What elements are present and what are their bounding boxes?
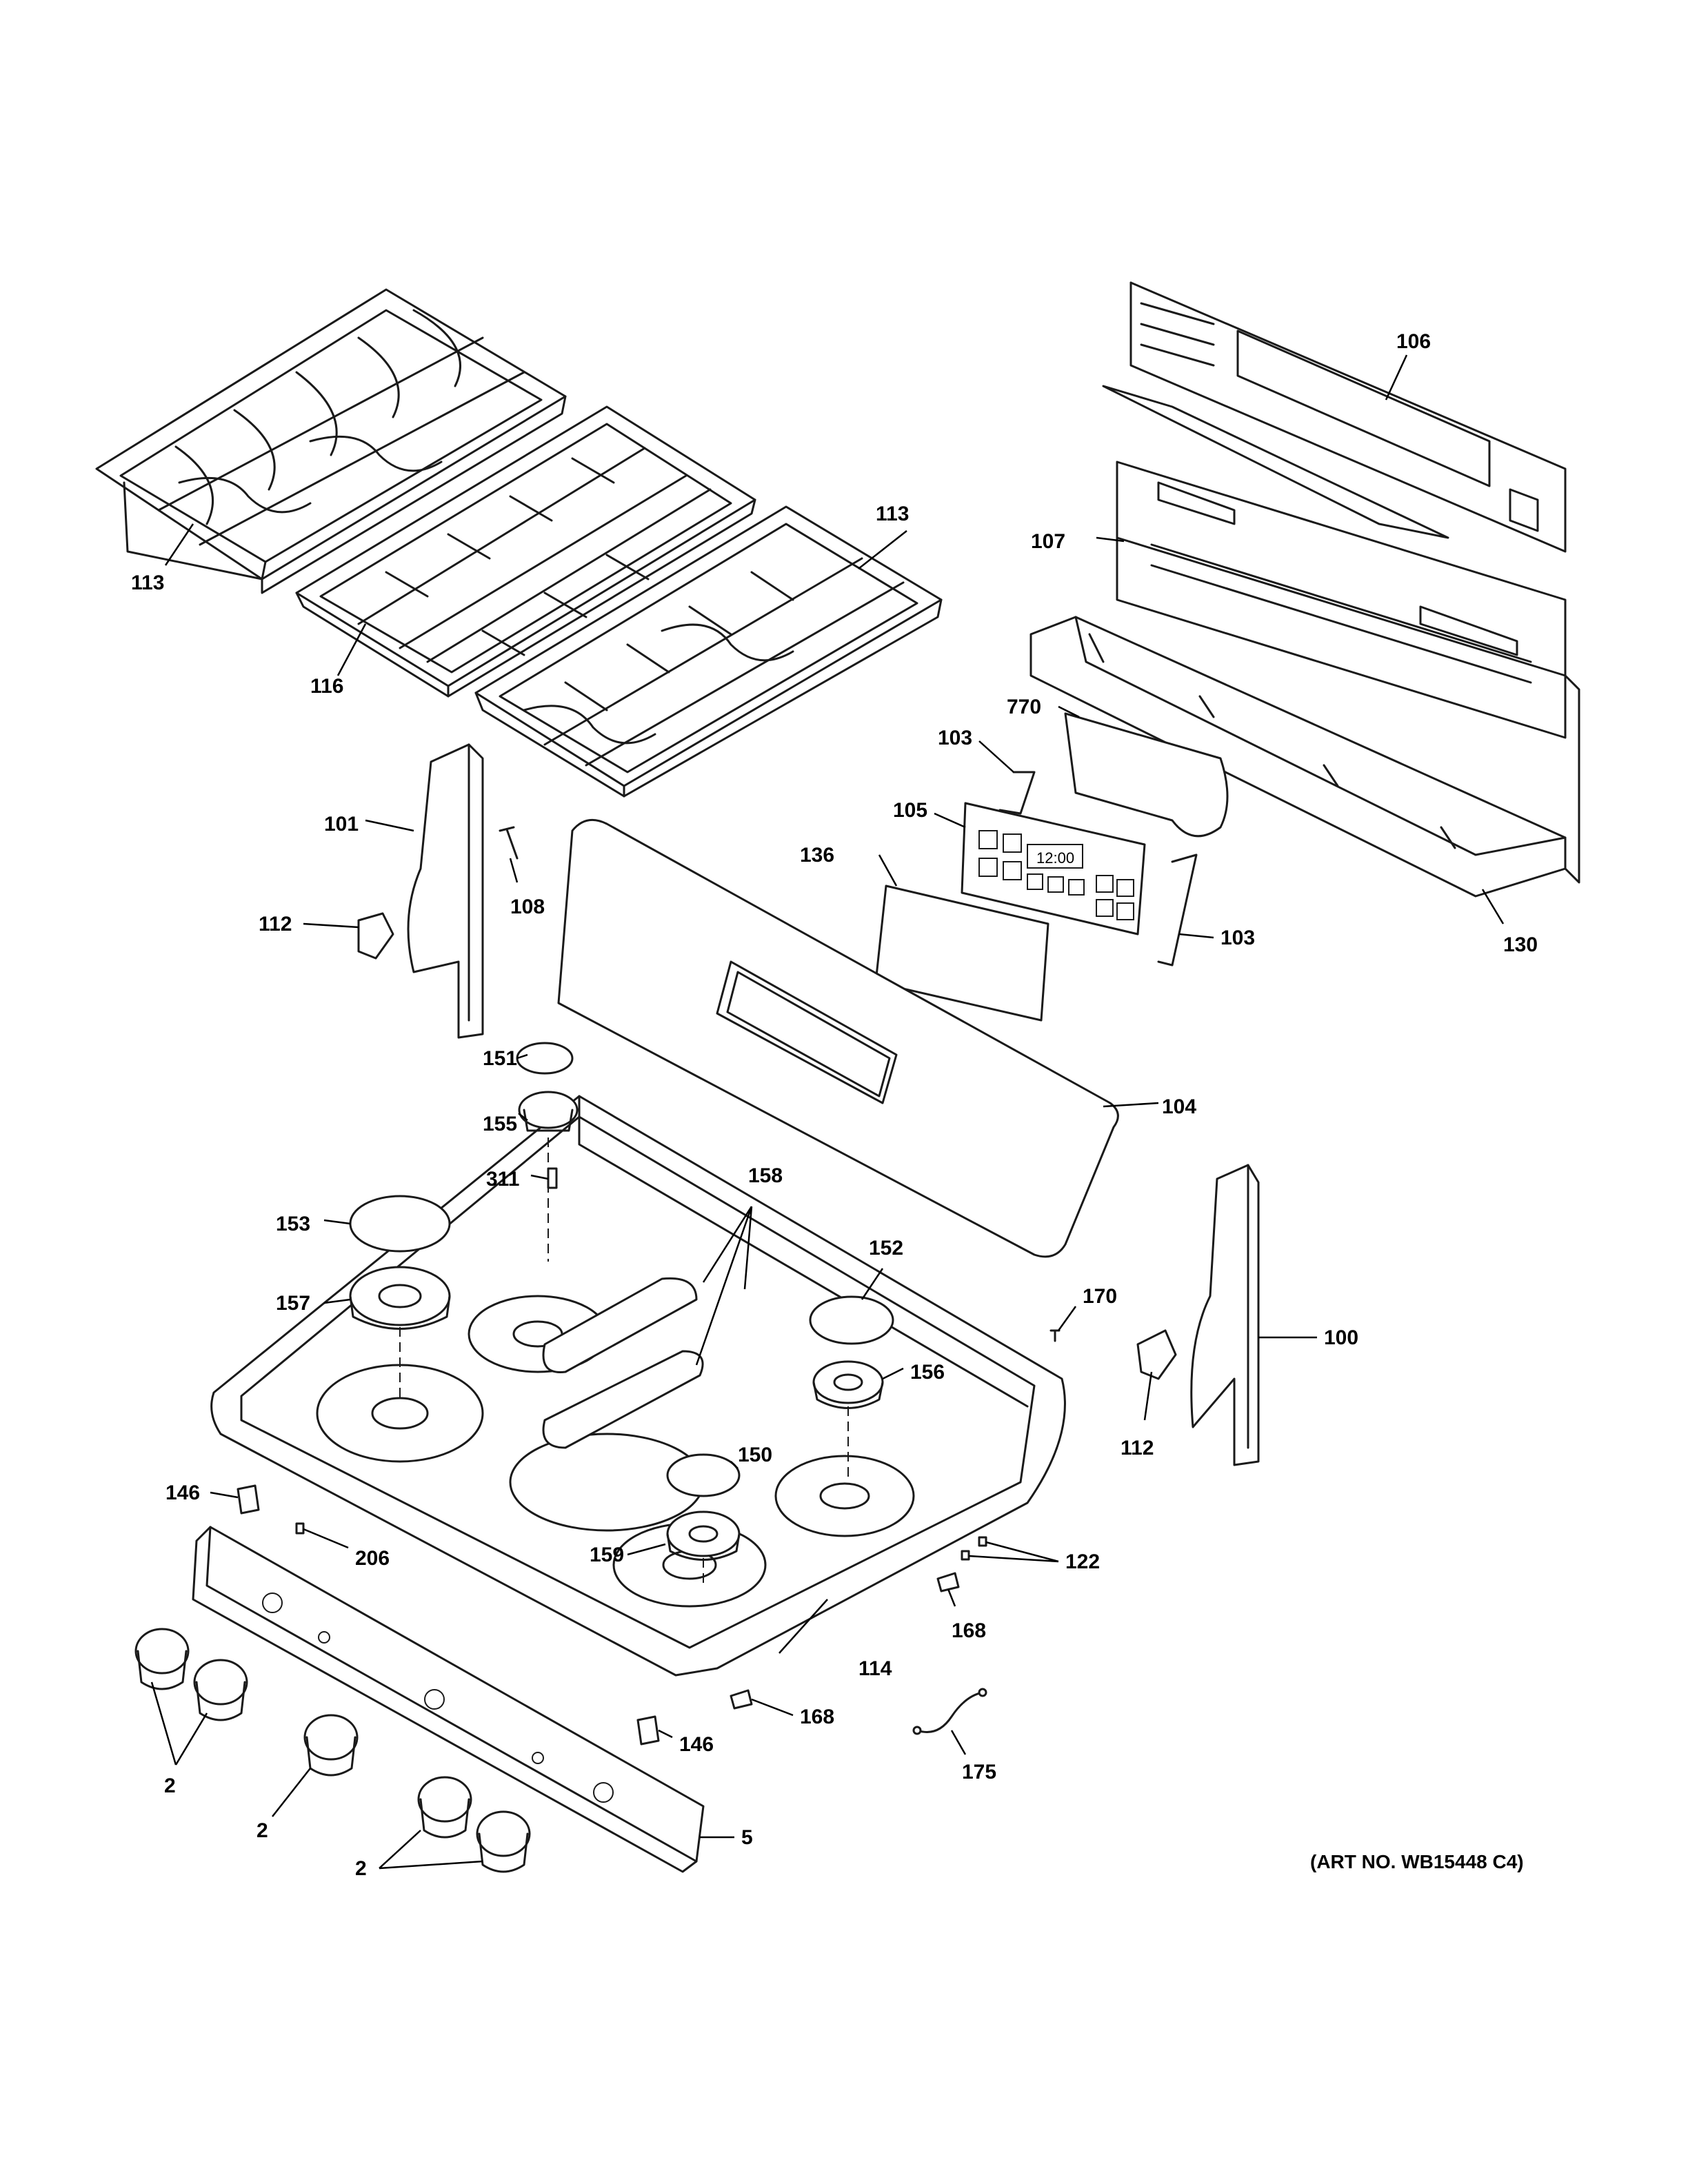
side-trim-100 [1190,1164,1260,1466]
callout-153: 153 [276,1213,310,1235]
callout-150: 150 [738,1444,772,1466]
callout-106: 106 [1396,330,1431,353]
bracket-103-upper [998,771,1036,815]
knob-2-d [417,1776,472,1839]
leader-lines [150,354,1505,1870]
screw-108 [499,826,519,860]
hinge-112-left [357,912,394,960]
callout-170: 170 [1083,1285,1117,1308]
callout-100: 100 [1324,1326,1358,1349]
control-board-105: 12:00 [961,802,1146,936]
igniter-311 [547,1167,558,1189]
grate-left [95,288,567,594]
callout-2-c: 2 [355,1857,367,1880]
bumper-146-right [636,1715,660,1746]
callout-103-upper: 103 [938,727,972,749]
clip-168-right [936,1572,960,1593]
callout-2-a: 2 [164,1775,176,1797]
callout-136: 136 [800,844,834,867]
back-panel-106 [1102,281,1567,553]
backsplash-104 [557,818,1119,1258]
screws-122 [961,1536,987,1561]
callout-107: 107 [1031,530,1065,553]
clock-display: 12:00 [1036,849,1074,867]
callout-175: 175 [962,1761,996,1783]
manifold-panel-5 [192,1526,705,1873]
callout-2-b: 2 [257,1819,268,1842]
wire-175 [912,1688,987,1735]
callout-103-lower: 103 [1220,927,1255,949]
trim-770 [1064,712,1229,838]
callout-116: 116 [310,675,343,698]
burner-head-157 [349,1266,451,1330]
burner-cap-152 [809,1295,894,1345]
callout-122: 122 [1065,1550,1100,1573]
burner-cap-151 [516,1042,574,1075]
burner-cap-150 [666,1453,741,1497]
overlay-136 [874,884,1049,1022]
callout-168-right: 168 [952,1619,986,1642]
callout-105: 105 [893,799,927,822]
clip-168-left [730,1689,753,1710]
callout-206: 206 [355,1547,390,1570]
callout-770: 770 [1007,696,1041,718]
callout-152: 152 [869,1237,903,1260]
callout-5: 5 [741,1826,753,1849]
callout-168-left: 168 [800,1706,834,1728]
callout-151: 151 [483,1047,517,1070]
callout-130: 130 [1503,933,1538,956]
callout-114: 114 [858,1657,892,1680]
art-number: (ART NO. WB15448 C4) [1310,1851,1524,1872]
grate-center [295,405,756,698]
callout-112-right: 112 [1121,1437,1154,1459]
bumper-146-left [237,1484,260,1515]
hinge-112-right [1136,1329,1177,1380]
callout-158: 158 [748,1164,783,1187]
bracket-103-lower [1157,853,1198,967]
callout-159: 159 [590,1544,624,1566]
burner-cap-153 [349,1195,451,1253]
callout-155: 155 [483,1113,517,1135]
side-trim-101 [407,743,484,1039]
burner-head-155 [518,1091,579,1132]
rear-manifold-130 [1029,616,1580,898]
callout-146-right: 146 [679,1733,714,1756]
grate-right [474,505,943,798]
screw-170 [1049,1329,1061,1342]
callout-101: 101 [324,813,359,836]
callout-146-left: 146 [165,1482,200,1504]
griddle-burner-158 [542,1277,704,1449]
clip-206 [295,1522,305,1535]
knob-2-b [193,1659,248,1721]
callout-156: 156 [910,1361,945,1384]
callout-113-right: 113 [876,503,909,525]
callout-157: 157 [276,1292,310,1315]
knob-2-a [134,1628,190,1690]
callout-311: 311 [486,1168,519,1191]
knob-2-e [476,1810,531,1873]
callout-104: 104 [1162,1095,1196,1118]
callout-113-left: 113 [131,572,164,594]
callout-108: 108 [510,896,545,918]
callout-112-left: 112 [259,913,292,936]
knob-2-c [303,1714,359,1777]
